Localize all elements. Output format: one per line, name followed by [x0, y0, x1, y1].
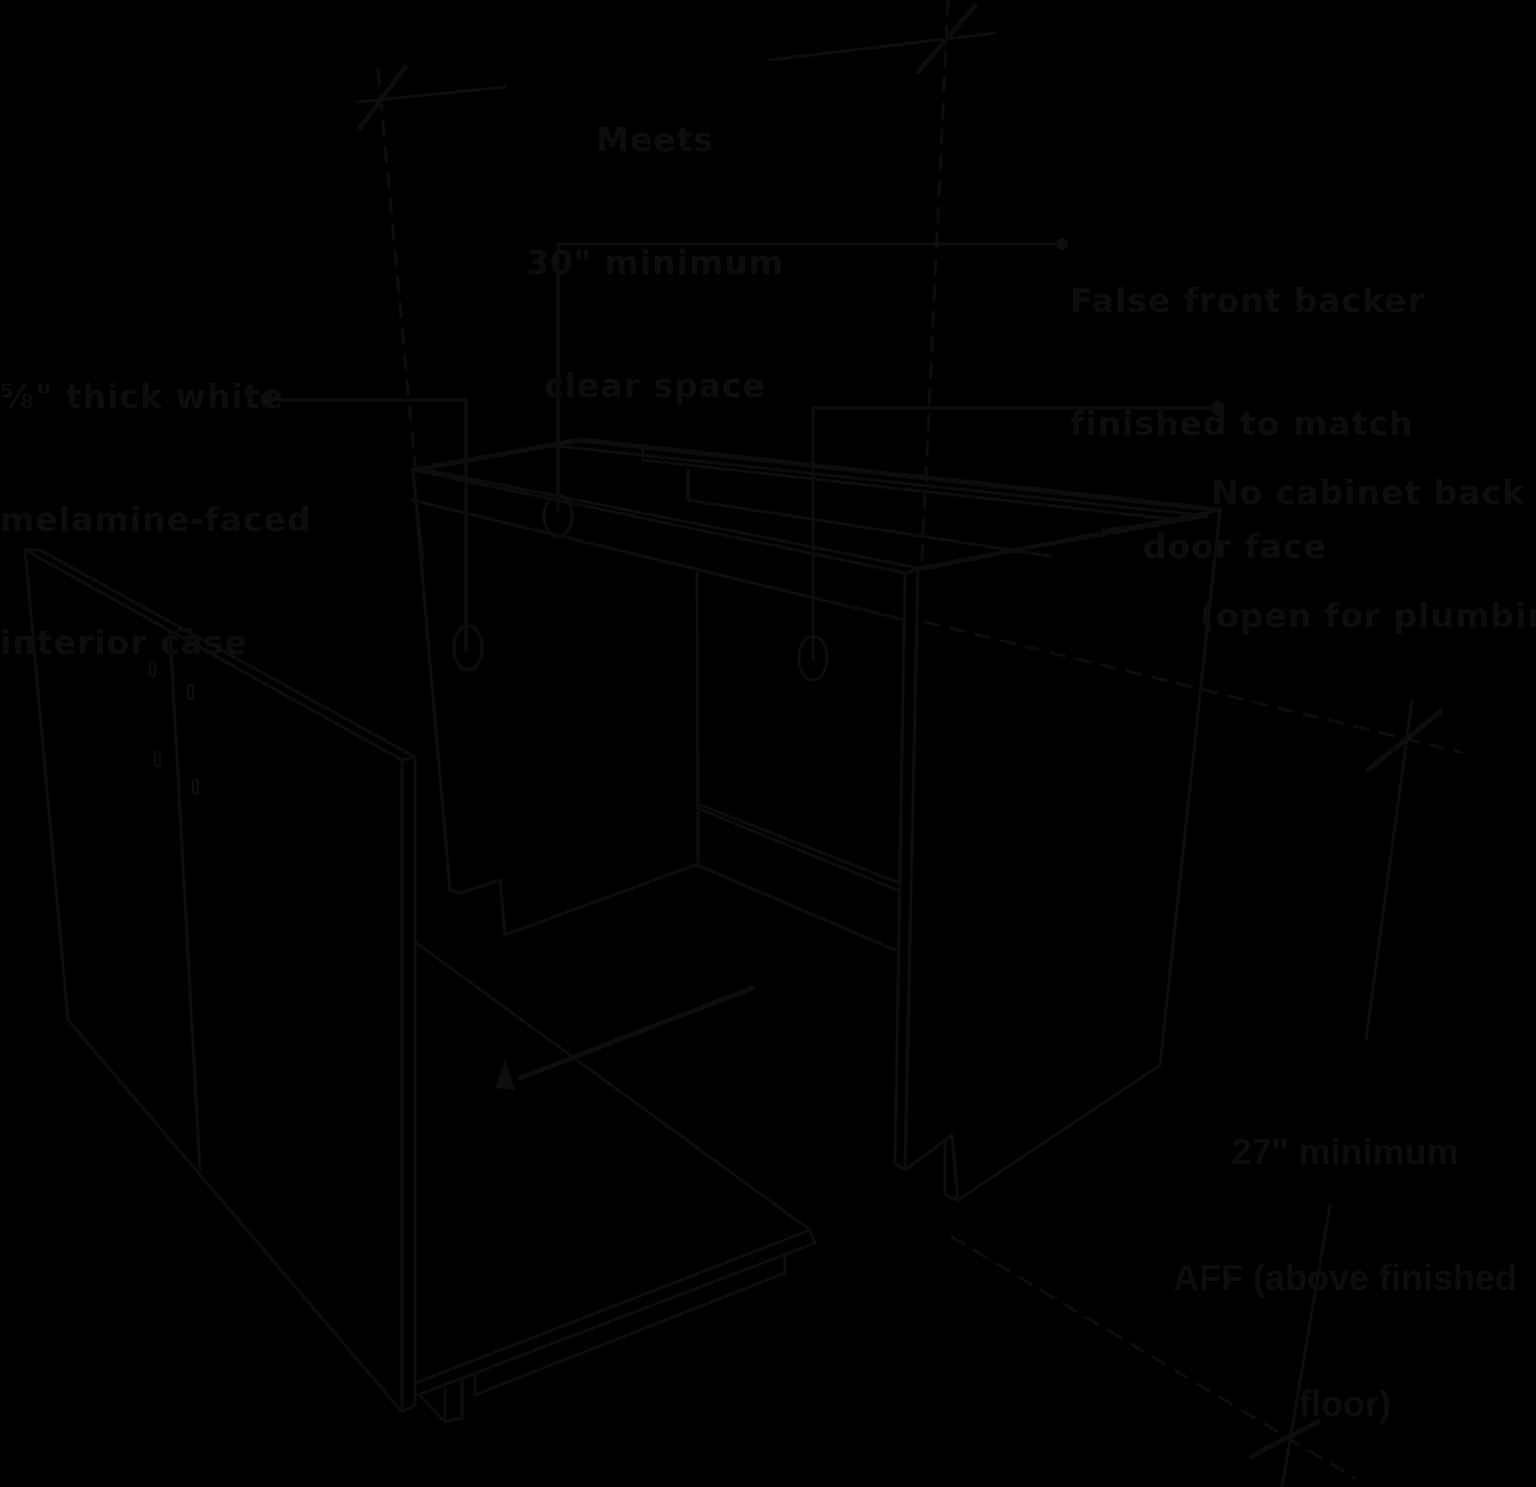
- hinge-mark-icon: [148, 660, 157, 678]
- label-line: 27" minimum: [1231, 1131, 1459, 1172]
- hinge-mark-icon: [191, 778, 200, 796]
- callout-circle-icon: [797, 634, 829, 682]
- callout-circle-icon: [452, 624, 484, 672]
- leader-false-front: [556, 242, 1064, 512]
- extension-line-left: [376, 68, 417, 467]
- label-line: Meets: [595, 120, 715, 159]
- hinge-mark-icon: [186, 683, 195, 701]
- label-line: False front backer: [1070, 281, 1425, 320]
- height-dimension: [923, 620, 1462, 1487]
- cabinet-bottom: [413, 940, 817, 1424]
- hinge-mark-icon: [153, 750, 162, 768]
- removal-arrow-icon: [495, 985, 755, 1090]
- clear-space-dimension: [355, 0, 997, 562]
- removable-front-panels: [23, 548, 417, 1414]
- dimension-line-left: [355, 85, 507, 104]
- leader-lines: [260, 238, 1225, 662]
- label-line: floor): [1299, 1383, 1391, 1424]
- label-line: interior case: [0, 623, 248, 662]
- leader-interior-case: [265, 398, 468, 652]
- label-false-front: False front backer finished to match doo…: [1070, 198, 1425, 608]
- leader-dot-icon: [1056, 238, 1068, 250]
- leader-dot-icon: [1211, 401, 1225, 415]
- label-clear-space: Meets 30" minimum clear space: [515, 37, 795, 447]
- label-height-aff: 27" minimum AFF (above finished floor): [1160, 1047, 1530, 1467]
- cabinet-case: [410, 437, 1223, 1202]
- tick-mark-top: [1365, 709, 1443, 773]
- dimension-line-upper: [1364, 698, 1414, 1042]
- label-line: 30" minimum: [525, 243, 785, 282]
- extension-line-top: [923, 620, 1462, 754]
- extension-line-right: [920, 0, 950, 562]
- label-line: melamine-faced: [0, 500, 312, 539]
- label-line: finished to match: [1070, 404, 1414, 443]
- label-no-back: No cabinet back (open for plumbing): [1200, 390, 1536, 677]
- label-line: No cabinet back: [1210, 473, 1526, 512]
- label-line: door face: [1142, 527, 1328, 566]
- dimension-line-right: [768, 31, 997, 62]
- tick-mark-bottom: [1249, 1419, 1321, 1459]
- tick-mark-left: [357, 64, 408, 131]
- label-interior-case: ⅝" thick white melamine-faced interior c…: [0, 294, 312, 704]
- leader-dot-icon: [260, 393, 274, 407]
- label-line: ⅝" thick white: [0, 377, 284, 416]
- label-line: clear space: [544, 366, 766, 405]
- leader-no-back: [811, 406, 1220, 662]
- label-line: AFF (above finished: [1172, 1257, 1518, 1298]
- label-line: (open for plumbing): [1200, 596, 1536, 635]
